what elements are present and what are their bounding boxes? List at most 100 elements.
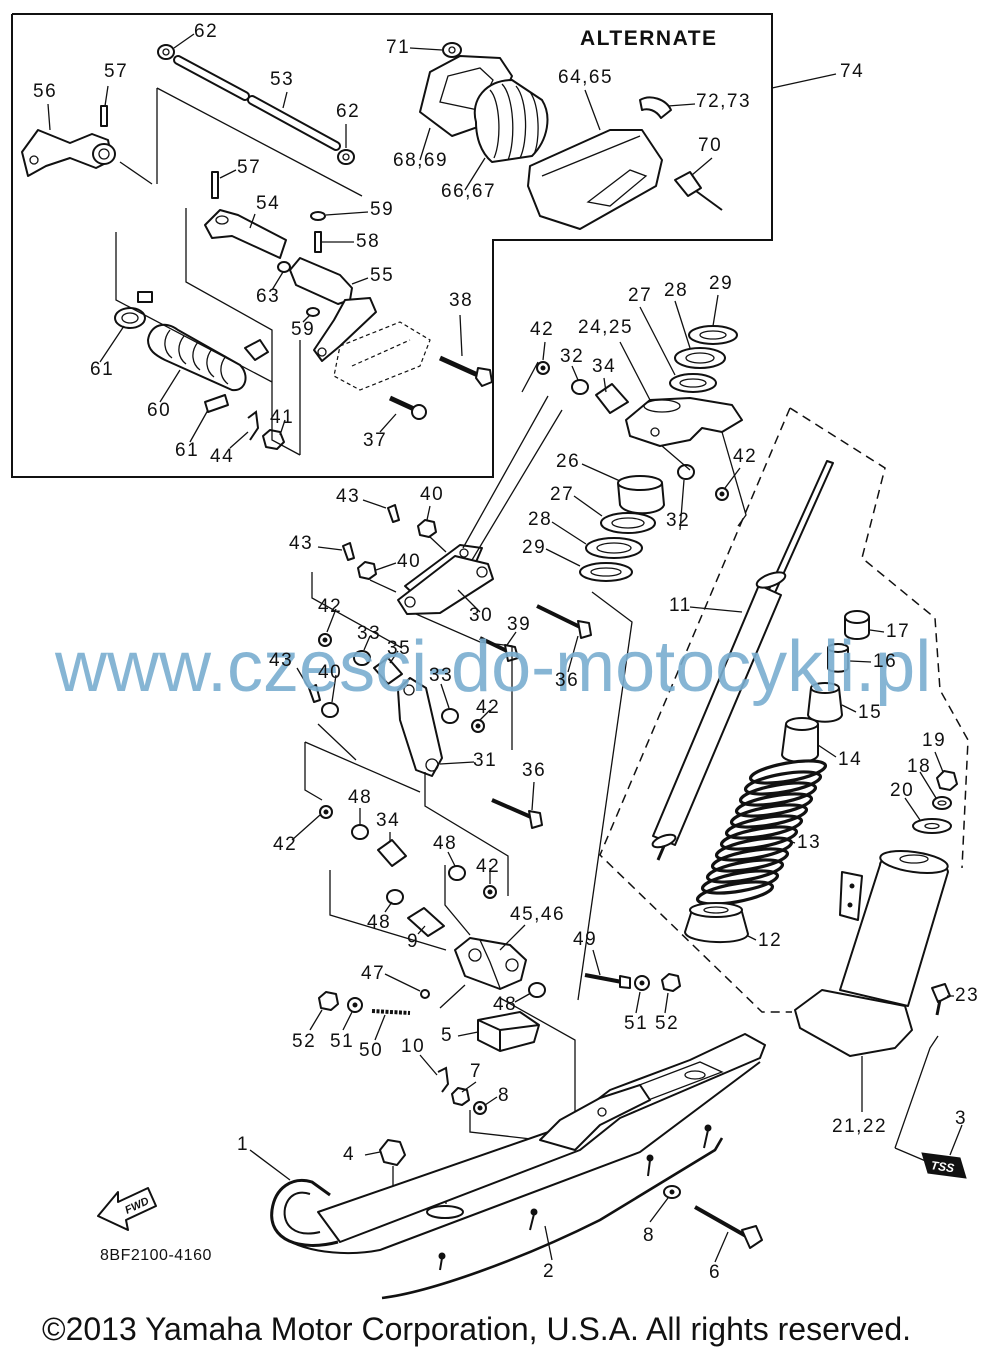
- part-29-washer-a: [688, 325, 738, 345]
- part-16-collar: [827, 643, 849, 673]
- callout-71: 71: [386, 37, 411, 58]
- guide-lines-top: [115, 87, 363, 456]
- callout-34: 34: [592, 356, 617, 377]
- part-57-pin: [211, 171, 219, 199]
- callout-16: 16: [873, 651, 898, 672]
- part-27-washer-a: [669, 373, 717, 393]
- callout-43: 43: [269, 650, 294, 671]
- part-47-screw: [420, 989, 430, 999]
- bracket-lines-21-22-23-3: [861, 1035, 939, 1163]
- callout-48: 48: [367, 912, 392, 933]
- part-11-shock-absorber: [651, 460, 834, 861]
- part-66-67-boot: [473, 79, 549, 163]
- part-17-bumper: [844, 610, 870, 640]
- callout-40: 40: [420, 484, 445, 505]
- callout-29: 29: [522, 537, 547, 558]
- fwd-arrow-icon: FWD: [97, 1187, 157, 1231]
- callout-44: 44: [210, 446, 235, 467]
- part-32-bushing-a: [571, 379, 589, 395]
- callout-57: 57: [104, 61, 129, 82]
- part-43-cotter-pin-c: [308, 684, 321, 703]
- diagram-part-code: 8BF2100-4160: [100, 1247, 212, 1264]
- part-42-washer-a: [536, 361, 550, 375]
- callout-57: 57: [237, 157, 262, 178]
- callout-28: 28: [664, 280, 689, 301]
- part-48-bushing-c: [386, 889, 404, 905]
- callout-28: 28: [528, 509, 553, 530]
- part-43-cotter-pin-a: [387, 504, 400, 523]
- callout-48: 48: [493, 994, 518, 1015]
- part-33-bushing-a: [353, 650, 371, 666]
- callout-43: 43: [336, 486, 361, 507]
- part-32-bushing-b: [677, 464, 695, 480]
- callout-39: 39: [507, 614, 532, 635]
- callout-33: 33: [429, 665, 454, 686]
- leader-lines: [47, 33, 963, 1263]
- callout-18: 18: [907, 756, 932, 777]
- callout-17: 17: [886, 621, 911, 642]
- part-3-tss-badge: TSS: [921, 1152, 967, 1179]
- watermark-text: www.czesci-do-motocykli.pl: [55, 627, 932, 707]
- callout-7: 7: [470, 1061, 483, 1082]
- part-48-bushing-b: [448, 865, 466, 881]
- callout-42: 42: [318, 596, 343, 617]
- part-49-bolt: [584, 973, 631, 989]
- callout-74: 74: [840, 61, 865, 82]
- callout-2: 2: [543, 1261, 556, 1282]
- callout-48: 48: [348, 787, 373, 808]
- part-6-bolt: [694, 1205, 763, 1249]
- part-33-bushing-b: [441, 708, 459, 724]
- part-28-washer-a: [674, 347, 726, 369]
- part-34-sleeve-b: [377, 839, 407, 867]
- part-51-washer-a: [634, 975, 650, 991]
- part-13-spring: [695, 759, 828, 906]
- part-42-washer-c: [318, 633, 332, 647]
- part-1-ski: [270, 1033, 766, 1255]
- part-26-collar: [617, 475, 665, 515]
- callout-55: 55: [370, 265, 395, 286]
- part-55-shaft-arm: [289, 257, 377, 362]
- part-62-washer-right: [337, 149, 355, 165]
- callout-4: 4: [343, 1144, 356, 1165]
- part-8-washer-b: [663, 1185, 681, 1199]
- part-35-sleeve: [373, 657, 403, 685]
- part-10-clip: [437, 1066, 450, 1093]
- callout-12: 12: [758, 930, 783, 951]
- callout-38: 38: [449, 290, 474, 311]
- callout-42: 42: [476, 697, 501, 718]
- callout-47: 47: [361, 963, 386, 984]
- callout-68-69: 68,69: [393, 150, 449, 171]
- part-27-washer-b: [600, 512, 656, 534]
- callout-8: 8: [498, 1085, 511, 1106]
- alternate-label: ALTERNATE: [580, 27, 718, 50]
- part-57-pin-top: [100, 105, 108, 127]
- callout-72-73: 72,73: [696, 91, 752, 112]
- callout-3: 3: [955, 1108, 968, 1129]
- callout-19: 19: [922, 730, 947, 751]
- part-48-bushing-d: [528, 982, 546, 998]
- part-71-washer: [442, 42, 462, 58]
- part-15-stopper: [807, 682, 843, 723]
- callout-48: 48: [433, 833, 458, 854]
- part-42-washer-e: [319, 805, 333, 819]
- part-42-washer-b: [715, 487, 729, 501]
- callout-36: 36: [522, 760, 547, 781]
- part-70-bolt: [674, 171, 723, 211]
- callout-66-67: 66,67: [441, 181, 497, 202]
- callout-51: 51: [330, 1031, 355, 1052]
- part-44-cotter-pin: [247, 410, 260, 441]
- callout-23: 23: [955, 985, 980, 1006]
- callout-32: 32: [666, 510, 691, 531]
- part-42-washer-f: [483, 885, 497, 899]
- part-40-nut-b: [357, 561, 377, 580]
- callout-42: 42: [530, 319, 555, 340]
- callout-42: 42: [733, 446, 758, 467]
- part-61-clamp: [114, 291, 153, 329]
- callout-59: 59: [291, 319, 316, 340]
- callout-33: 33: [357, 623, 382, 644]
- callout-63: 63: [256, 286, 281, 307]
- callout-35: 35: [387, 638, 412, 659]
- part-34-sleeve-a: [595, 383, 629, 414]
- part-14-spring-guide: [781, 717, 819, 763]
- callout-34: 34: [376, 810, 401, 831]
